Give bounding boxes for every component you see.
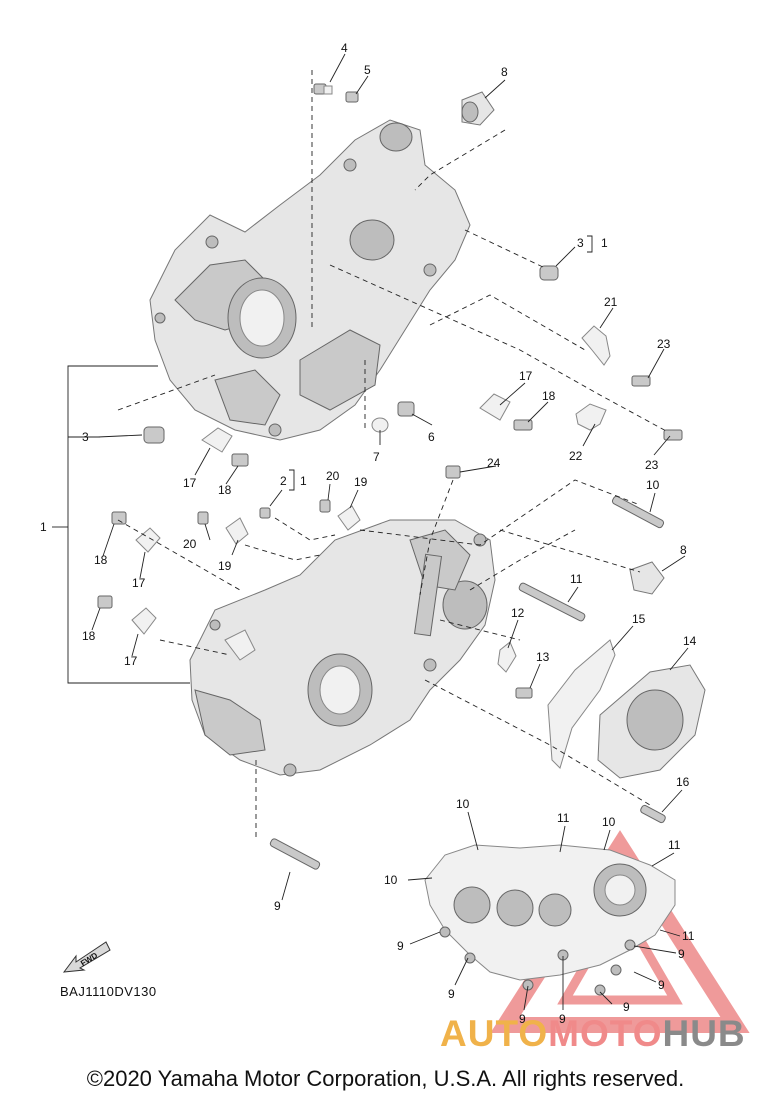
callout-9: 9 <box>678 947 685 961</box>
leader-lines <box>91 53 689 1011</box>
callout-3: 3 <box>577 236 584 250</box>
watermark-auto: AUTO <box>440 1013 549 1054</box>
copyright-notice: ©2020 Yamaha Motor Corporation, U.S.A. A… <box>86 1066 685 1091</box>
callout-9: 9 <box>658 978 665 992</box>
callout-20: 20 <box>183 537 197 551</box>
reference-code: BAJ1110DV130 <box>60 984 157 999</box>
callout-10: 10 <box>456 797 470 811</box>
callout-15: 15 <box>632 612 646 626</box>
callout-21: 21 <box>604 295 618 309</box>
crankcase-lower <box>189 519 496 777</box>
callout-19: 19 <box>354 475 368 489</box>
callout-9: 9 <box>519 1012 526 1026</box>
callout-4: 4 <box>341 41 348 55</box>
watermark-hub: HUB <box>662 1013 746 1054</box>
callout-11: 11 <box>557 811 570 825</box>
callout-9: 9 <box>274 899 281 913</box>
watermark-logo: AUTOMOTOHUB <box>440 1013 746 1055</box>
callout-23: 23 <box>645 458 659 472</box>
callout-17: 17 <box>124 654 138 668</box>
callout-18: 18 <box>542 389 556 403</box>
crankcase-upper <box>149 119 471 441</box>
callout-13: 13 <box>536 650 550 664</box>
callout-22: 22 <box>569 449 583 463</box>
callout-9: 9 <box>559 1012 566 1026</box>
callout-19: 19 <box>218 559 232 573</box>
callout-2: 2 <box>280 474 287 488</box>
callout-11: 11 <box>668 838 681 852</box>
fwd-arrow-icon: FWD <box>62 941 111 973</box>
callout-18: 18 <box>82 629 96 643</box>
callout-8: 8 <box>501 65 508 79</box>
crankcase-bottom-view <box>424 844 676 996</box>
callout-17: 17 <box>519 369 533 383</box>
callout-18: 18 <box>94 553 108 567</box>
callout-10: 10 <box>602 815 616 829</box>
callout-9: 9 <box>397 939 404 953</box>
callout-9: 9 <box>448 987 455 1001</box>
callout-10: 10 <box>384 873 398 887</box>
small-parts <box>97 83 706 870</box>
callout-11: 11 <box>570 572 583 586</box>
callout-8: 8 <box>680 543 687 557</box>
callout-20: 20 <box>326 469 340 483</box>
callout-18: 18 <box>218 483 232 497</box>
assembly-bracket <box>52 365 190 684</box>
callout-3-ref: 1 <box>601 236 608 250</box>
callout-10: 10 <box>646 478 660 492</box>
callout-12: 12 <box>511 606 525 620</box>
callout-23: 23 <box>657 337 671 351</box>
callout-1: 1 <box>40 520 47 534</box>
callouts: 1 2 1 3 3 1 4 5 6 7 8 8 9 9 9 9 9 9 9 9 … <box>40 41 697 1026</box>
callout-17: 17 <box>183 476 197 490</box>
callout-7: 7 <box>373 450 380 464</box>
callout-16: 16 <box>676 775 690 789</box>
callout-17: 17 <box>132 576 146 590</box>
callout-14: 14 <box>683 634 697 648</box>
callout-11: 11 <box>682 929 695 943</box>
watermark-moto: MOTO <box>548 1013 663 1054</box>
callout-2-ref: 1 <box>300 474 307 488</box>
callout-3: 3 <box>82 430 89 444</box>
callout-5: 5 <box>364 63 371 77</box>
callout-6: 6 <box>428 430 435 444</box>
callout-24: 24 <box>487 456 501 470</box>
parts-diagram: 1 2 1 3 3 1 4 5 6 7 8 8 9 9 9 9 9 9 9 9 … <box>40 41 750 1033</box>
callout-9: 9 <box>623 1000 630 1014</box>
